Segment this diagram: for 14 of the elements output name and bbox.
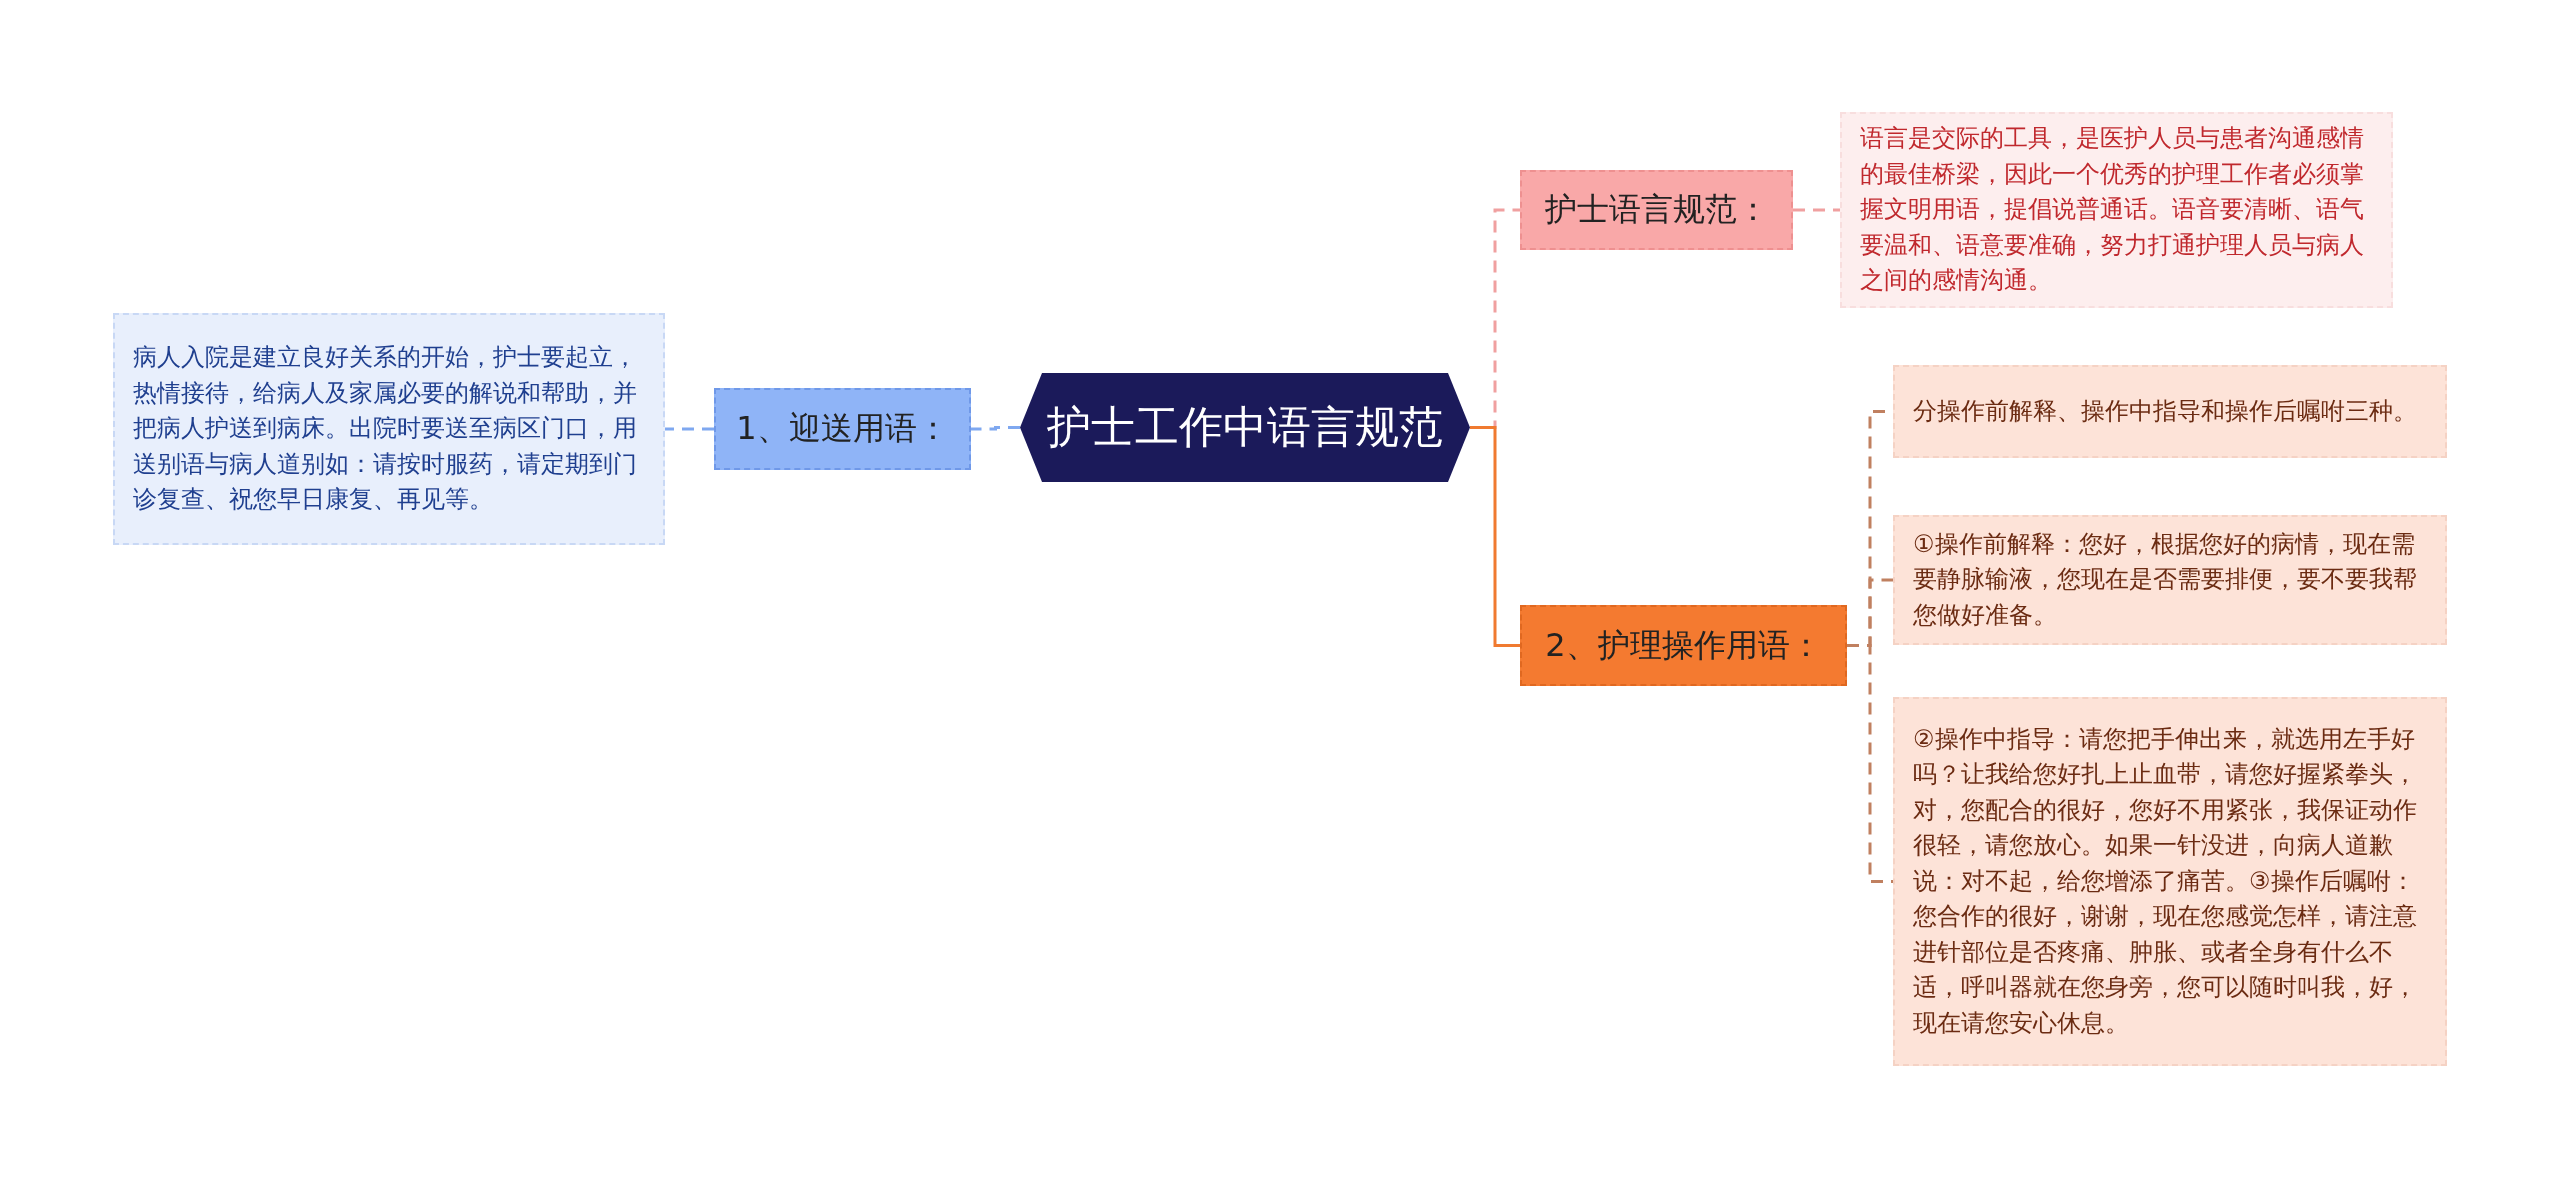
connector-line [1793, 208, 1840, 212]
branch-box: 护士语言规范： [1520, 170, 1793, 250]
text-box: 分操作前解释、操作中指导和操作后嘱咐三种。 [1893, 365, 2447, 458]
connector-line [1847, 644, 1893, 883]
text-box: ①操作前解释：您好，根据您好的病情，现在需要静脉输液，您现在是否需要排便，要不要我帮您做好准备。 [1893, 515, 2447, 645]
text-box: ②操作中指导：请您把手伸出来，就选用左手好吗？让我给您好扎上止血带，请您好握紧拳头，对，您配合的很好，您好不用紧张，我保证动作很轻，请您放心。如果一针没进，向病人道歉说：对不起，给您增添了痛苦。③操作后嘱咐：您合作的很好，谢谢，现在您感觉怎样，请注意进针部位是否疼痛、肿胀、或者全身有什么不适，呼叫器就在您身旁，您可以随时叫我，好，现在请您安心休息。 [1893, 697, 2447, 1066]
text-box: 病人入院是建立良好关系的开始，护士要起立，热情接待，给病人及家属必要的解说和帮助，并把病人护送到病床。出院时要送至病区门口，用送别语与病人道别如：请按时服药，请定期到门诊复查、祝您早日康复、再见等。 [113, 313, 665, 545]
connector-line [971, 426, 1020, 431]
branch-box: 1、迎送用语： [714, 388, 971, 470]
connector-line [665, 427, 714, 431]
connector-line [1470, 426, 1520, 647]
branch-box: 2、护理操作用语： [1520, 605, 1847, 686]
text-box: 语言是交际的工具，是医护人员与患者沟通感情的最佳桥梁，因此一个优秀的护理工作者必须掌握文明用语，提倡说普通话。语音要清晰、语气要温和、语意要准确，努力打通护理人员与病人之间的感情沟通。 [1840, 112, 2393, 308]
topic-hexagon: 护士工作中语言规范 [1020, 373, 1470, 482]
